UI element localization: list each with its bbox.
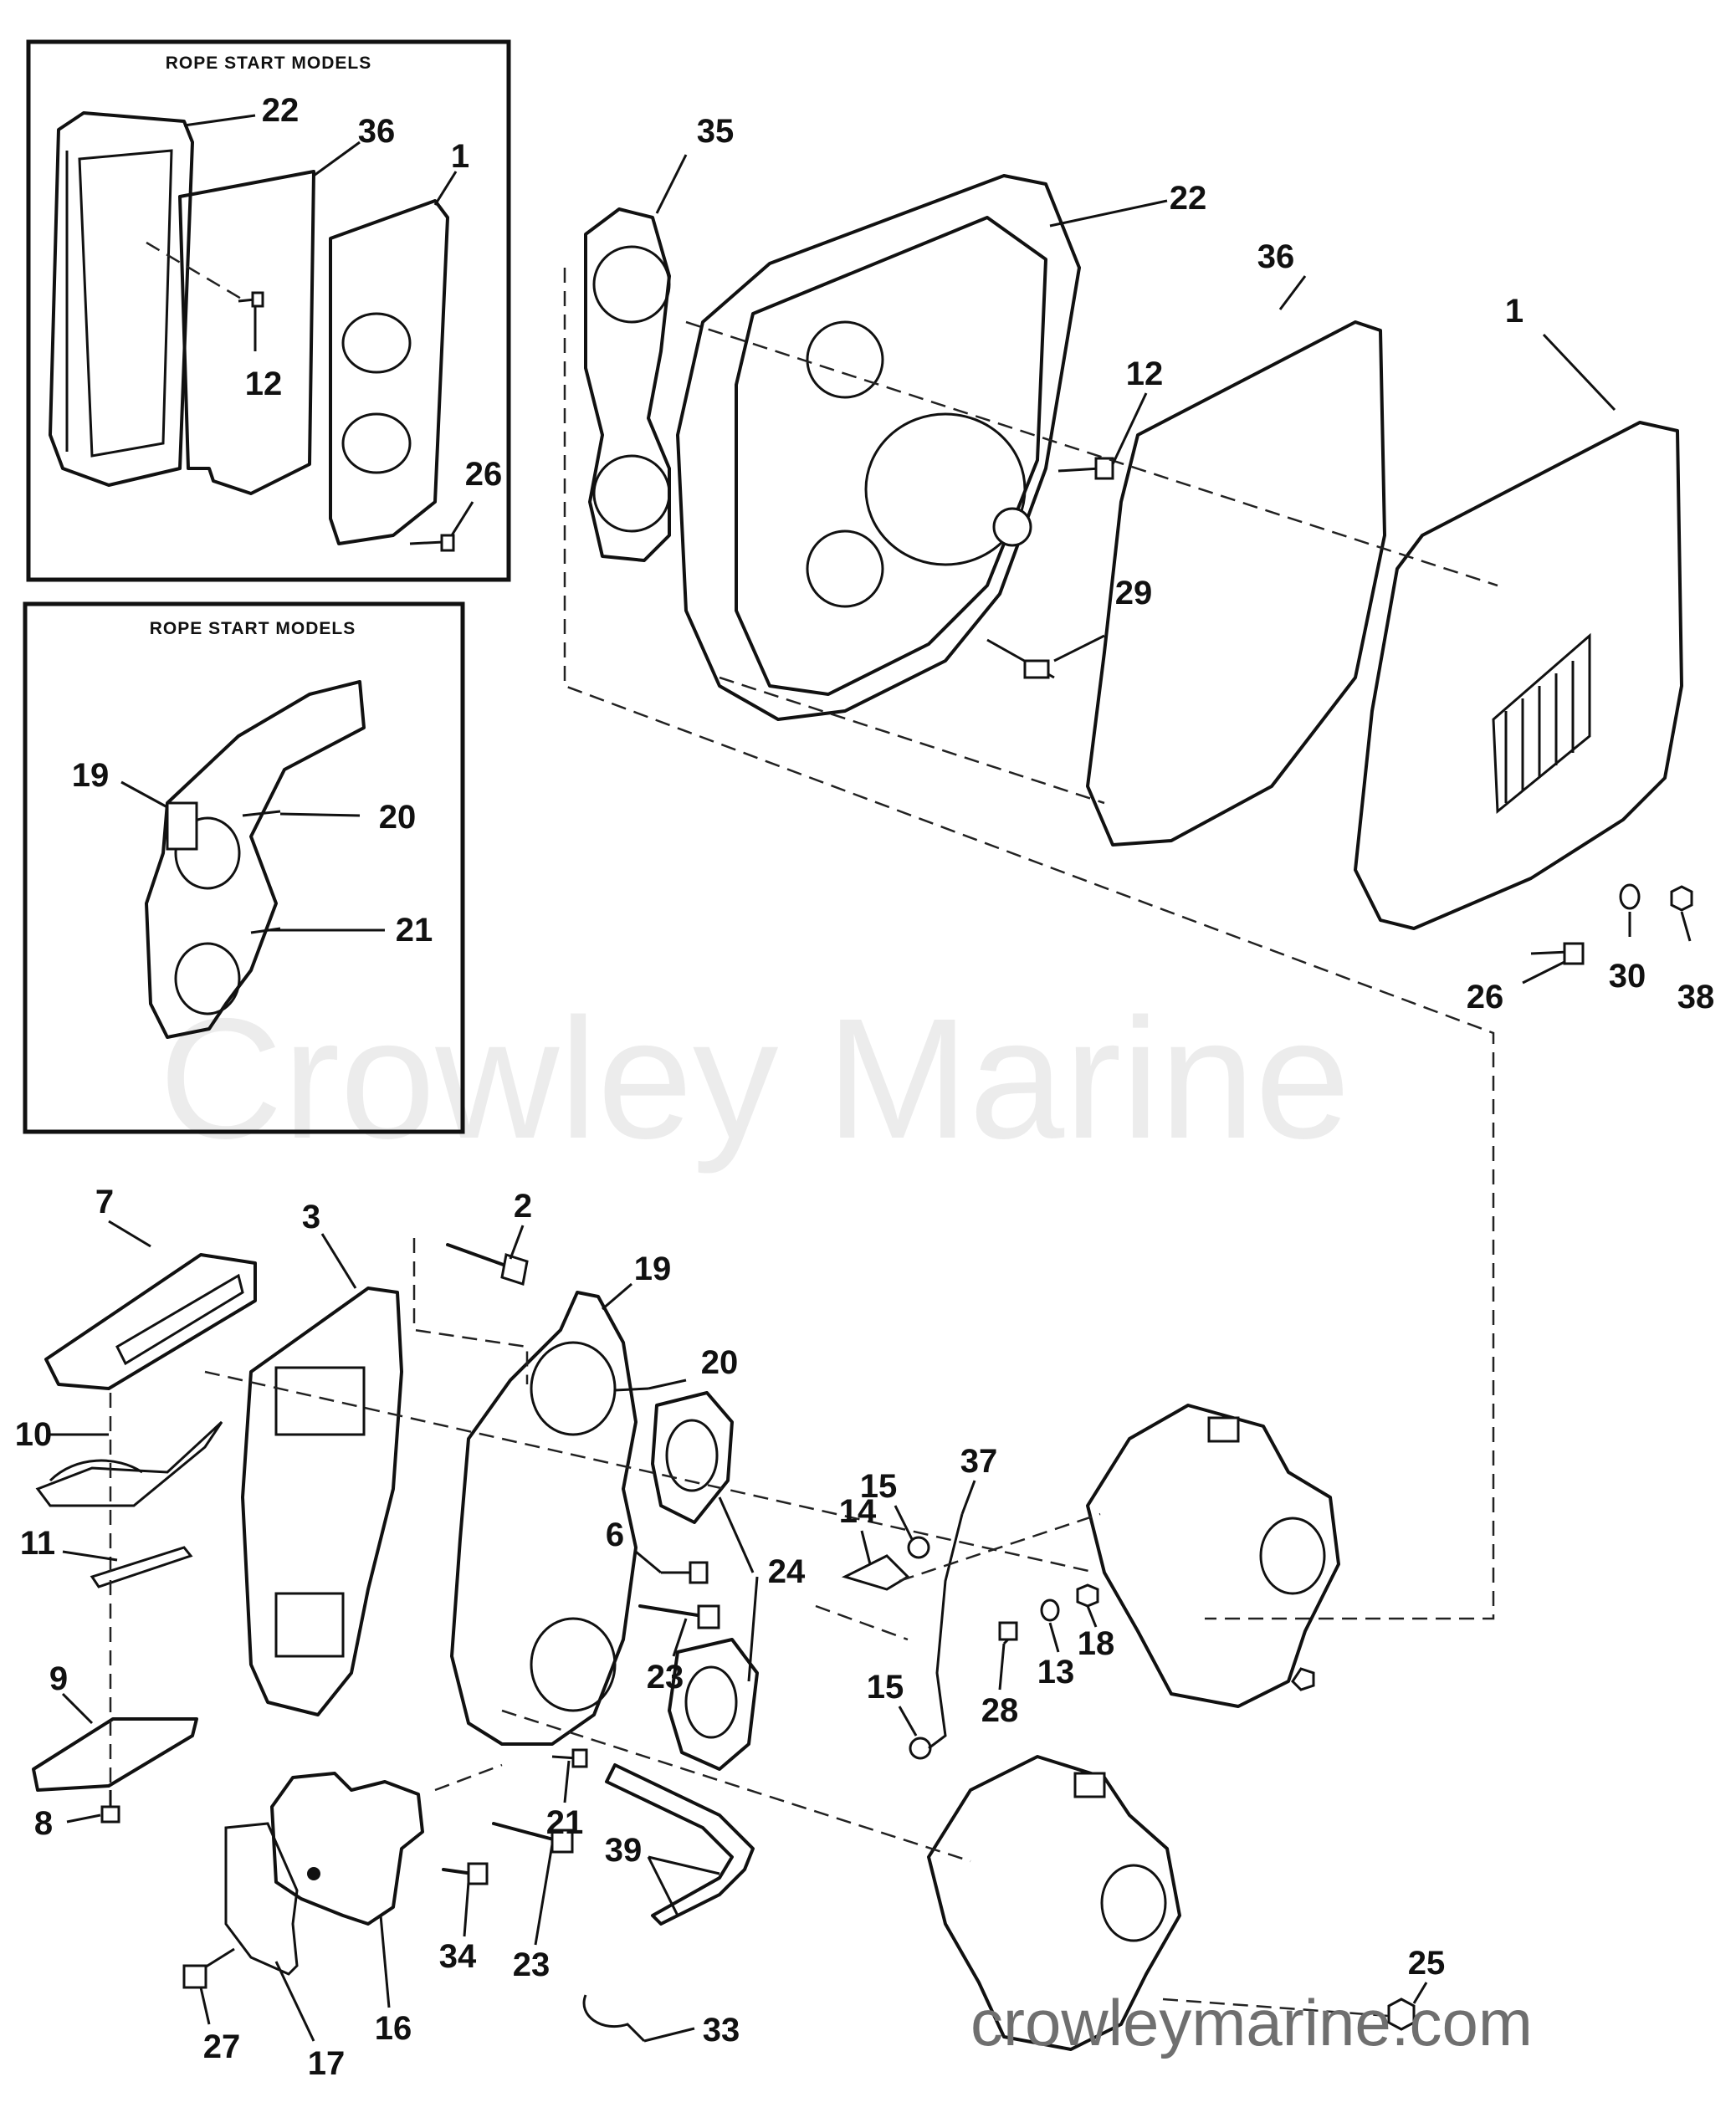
callout-27: 27	[203, 2028, 241, 2065]
part-35-gasket-drawing	[584, 207, 671, 562]
callout-34: 34	[439, 1938, 477, 1975]
part-17-gasket-drawing	[224, 1822, 299, 1976]
inset-part-1-drawing	[329, 199, 449, 545]
part-39-hose-drawing	[605, 1763, 755, 1926]
part-29-stud-drawing	[986, 638, 1055, 679]
inset-rope-start-cover: ROPE START MODELS 22	[26, 39, 511, 582]
callout-6: 6	[606, 1517, 624, 1553]
callout-11: 11	[20, 1525, 55, 1562]
part-23-bolt-drawing	[638, 1604, 720, 1629]
part-10-reed-petals-drawing	[35, 1420, 223, 1507]
part-18-nut-drawing	[1076, 1583, 1099, 1608]
callout-19: 19	[634, 1251, 672, 1287]
callout-23-lower: 23	[513, 1946, 551, 1983]
callout-20: 20	[701, 1344, 739, 1381]
part-12-screw-drawing	[1057, 457, 1114, 480]
callout-19-inset: 19	[72, 757, 110, 794]
callout-35: 35	[697, 113, 735, 150]
part-24-gasket-drawing	[651, 1391, 759, 1771]
part-22-cover-drawing	[676, 174, 1081, 721]
callout-37: 37	[960, 1443, 998, 1480]
part-7-reed-block-drawing	[44, 1253, 257, 1390]
part-13-washer-drawing	[1040, 1599, 1060, 1622]
inset-part-12-drawing	[238, 291, 264, 308]
callout-1-inset: 1	[451, 138, 469, 175]
callout-39: 39	[605, 1832, 643, 1869]
part-28-screw-drawing	[998, 1621, 1018, 1645]
part-20-stud-drawing	[614, 1387, 649, 1392]
inset-part-19-drawing	[145, 680, 366, 1039]
callout-7: 7	[95, 1184, 114, 1220]
callout-22-inset: 22	[262, 92, 300, 129]
part-33-clamp-drawing	[582, 1994, 646, 2043]
watermark-url: crowleymarine.com	[970, 1986, 1533, 2059]
part-34-screw-drawing	[442, 1862, 489, 1885]
part-9-plate-drawing	[32, 1717, 198, 1792]
part-15-plug-drawing	[907, 1536, 930, 1559]
part-16-adapter-drawing	[270, 1772, 424, 1926]
inset-part-36-drawing	[178, 170, 315, 495]
part-36-gasket-drawing	[1086, 320, 1386, 847]
part-30-washer-drawing	[1619, 883, 1641, 910]
part-37-rod-drawing	[928, 1513, 964, 1750]
callout-29: 29	[1115, 575, 1153, 611]
part-19-manifold-drawing	[450, 1291, 638, 1746]
part-1-cover-drawing	[1354, 421, 1683, 930]
watermark-center: Crowley Marine	[159, 983, 1350, 1174]
callout-30: 30	[1609, 958, 1646, 995]
inset-part-26-drawing	[409, 534, 455, 552]
callout-12: 12	[1126, 356, 1164, 392]
part-23-bolt-drawing	[492, 1822, 574, 1854]
part-25-nut-drawing	[1387, 1998, 1416, 2031]
callout-28: 28	[981, 1692, 1019, 1729]
part-38-nut-drawing	[1670, 885, 1693, 912]
callout-25: 25	[1408, 1945, 1446, 1982]
part-3-gasket-drawing	[241, 1287, 403, 1716]
callout-8: 8	[34, 1805, 53, 1842]
inset-rope-start-manifold: ROPE START MODELS 19 20 21	[23, 601, 465, 1134]
part-2-bolt-drawing	[446, 1243, 529, 1286]
carburetor-upper-drawing	[1086, 1404, 1340, 1708]
callout-1: 1	[1505, 293, 1523, 330]
callout-9: 9	[49, 1660, 68, 1697]
callout-20-inset: 20	[379, 799, 417, 836]
callout-24: 24	[768, 1553, 806, 1590]
callout-22: 22	[1170, 180, 1207, 217]
part-14-link-drawing	[841, 1554, 910, 1591]
callout-26: 26	[1467, 979, 1504, 1015]
carburetor-lower-drawing	[927, 1755, 1181, 2051]
part-6-screw-drawing	[661, 1561, 709, 1584]
callout-21-inset: 21	[396, 912, 433, 949]
callout-33: 33	[703, 2012, 740, 2049]
callout-2: 2	[514, 1188, 532, 1225]
callout-3: 3	[302, 1199, 320, 1235]
part-21-fitting-drawing	[551, 1748, 588, 1768]
callout-17: 17	[308, 2045, 346, 2082]
callout-12-inset: 12	[245, 366, 283, 402]
callout-15: 15	[860, 1468, 898, 1505]
part-27-screw-drawing	[182, 1947, 235, 1989]
callout-26-inset: 26	[465, 456, 503, 493]
callout-36: 36	[1257, 238, 1295, 275]
callout-14: 14	[839, 1493, 877, 1530]
part-11-reed-stop-drawing	[90, 1546, 193, 1588]
callout-18: 18	[1078, 1625, 1115, 1662]
inset-title: ROPE START MODELS	[166, 54, 371, 73]
part-26-screw-drawing	[1530, 942, 1585, 965]
inset-title: ROPE START MODELS	[150, 619, 356, 638]
inset-part-22-drawing	[49, 111, 194, 487]
callout-16: 16	[375, 2010, 412, 2047]
callout-13: 13	[1037, 1654, 1075, 1691]
callout-38: 38	[1677, 979, 1715, 1015]
part-15-plug-drawing	[909, 1737, 932, 1760]
callout-15-lower: 15	[867, 1669, 904, 1706]
callout-10: 10	[15, 1416, 53, 1453]
part-8-screw-drawing	[100, 1790, 120, 1824]
callout-21: 21	[546, 1804, 584, 1841]
callout-23: 23	[647, 1659, 684, 1696]
callout-36-inset: 36	[358, 113, 396, 150]
